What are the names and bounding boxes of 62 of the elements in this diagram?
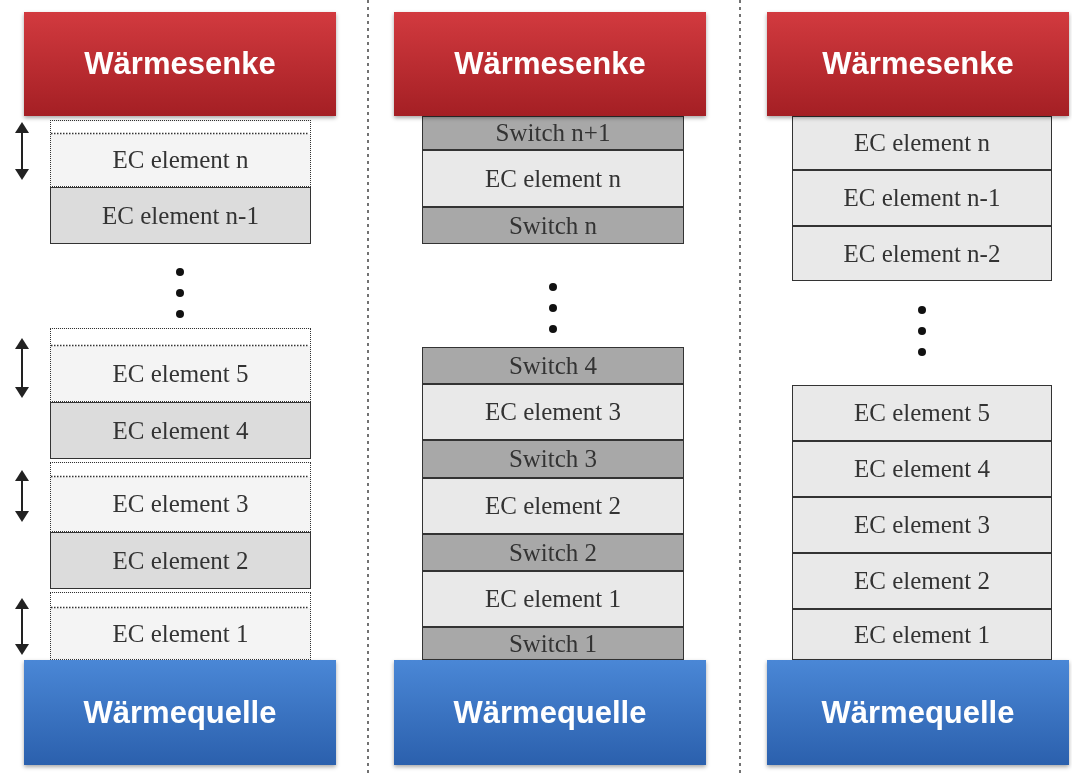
heat-source-bar [767, 660, 1069, 765]
element-label: Switch n [508, 211, 598, 240]
ec-element-box [792, 497, 1052, 553]
element-label: EC element 1 [853, 620, 991, 649]
bar-label: Wärmequelle [821, 694, 1015, 731]
ec-element-box [792, 609, 1052, 660]
ec-element-box [50, 187, 311, 244]
movable-ec-element-box [50, 120, 311, 187]
switch-box [422, 534, 684, 571]
element-label: EC element n [484, 164, 622, 193]
element-label: EC element 5 [853, 399, 991, 427]
element-label: EC element 4 [112, 416, 249, 445]
ec-element-box [422, 478, 684, 534]
element-label: Switch 2 [508, 538, 598, 567]
element-label: Switch 1 [508, 629, 598, 658]
heat-sink-bar [394, 12, 706, 116]
ec-element-box [792, 170, 1052, 226]
element-label: Switch 3 [508, 445, 598, 473]
movable-ec-element-box [50, 462, 311, 532]
movable-ec-element-box [50, 592, 311, 660]
element-label: Switch n+1 [495, 119, 611, 147]
bar-label: Wärmequelle [453, 694, 647, 731]
element-label: EC element 2 [484, 492, 622, 520]
heat-sink-bar [24, 12, 336, 116]
movable-ec-element-box [50, 328, 311, 402]
ec-element-box [792, 385, 1052, 441]
switch-box [422, 207, 684, 244]
ec-element-box [50, 402, 311, 459]
switch-box [422, 347, 684, 384]
element-label: EC element 3 [853, 511, 991, 539]
element-label: EC element n [112, 146, 249, 174]
element-label: EC element 1 [112, 619, 249, 648]
element-label: EC element n-1 [843, 184, 1001, 212]
switch-box [422, 627, 684, 660]
switch-box [422, 440, 684, 478]
element-label: EC element 2 [853, 567, 991, 595]
element-label: EC element n-2 [843, 239, 1001, 268]
element-label: EC element 3 [112, 490, 249, 518]
ec-element-box [792, 553, 1052, 609]
heat-source-bar [394, 660, 706, 765]
element-label: EC element 4 [853, 455, 991, 483]
element-label: Switch 4 [508, 351, 598, 380]
element-label: EC element 2 [112, 546, 249, 575]
heat-source-bar [24, 660, 336, 765]
element-label: EC element n-1 [102, 201, 259, 230]
bar-label: Wärmesenke [454, 46, 646, 82]
bar-label: Wärmequelle [83, 694, 277, 731]
element-label: EC element 5 [112, 359, 249, 388]
ec-element-box [50, 532, 311, 589]
ec-element-box [422, 150, 684, 207]
bar-label: Wärmesenke [822, 46, 1014, 82]
ec-element-box [422, 384, 684, 440]
ec-element-box [792, 441, 1052, 497]
ec-element-box [792, 226, 1052, 281]
ec-element-box [422, 571, 684, 627]
ec-element-box [792, 116, 1052, 170]
switch-box [422, 116, 684, 150]
element-label: EC element 3 [484, 398, 622, 426]
bar-label: Wärmesenke [84, 46, 276, 82]
element-label: EC element 1 [484, 585, 622, 613]
heat-sink-bar [767, 12, 1069, 116]
element-label: EC element n [853, 129, 991, 157]
